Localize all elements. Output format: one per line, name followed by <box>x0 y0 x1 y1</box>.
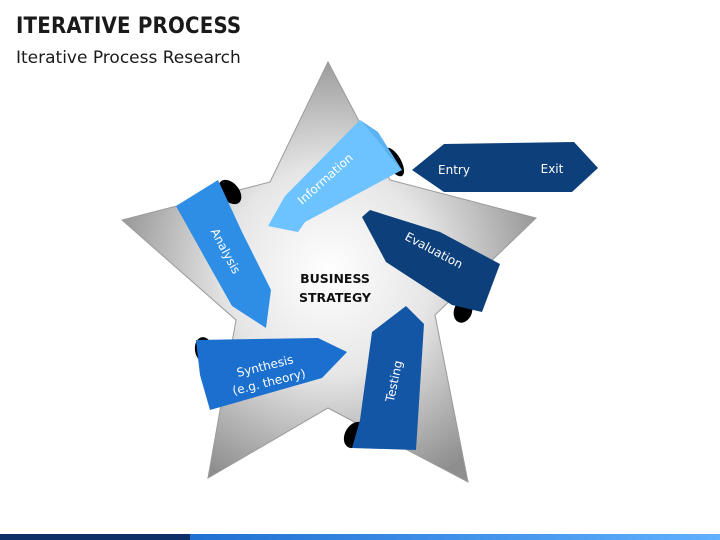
exit-label: Exit <box>541 162 564 176</box>
entry-exit-arrow: Entry Exit <box>412 142 598 192</box>
center-label-line2: STRATEGY <box>299 290 372 305</box>
testing-step: Testing <box>343 306 424 450</box>
page-subtitle: Iterative Process Research <box>16 48 241 68</box>
information-step: Information <box>268 120 405 232</box>
star-shape <box>120 60 537 483</box>
page-title: ITERATIVE PROCESS <box>16 14 242 39</box>
analysis-step: Analysis <box>176 179 271 328</box>
footer-bar-light <box>190 534 720 540</box>
footer-bar-dark <box>0 534 190 540</box>
entry-label: Entry <box>438 163 470 177</box>
center-label-line1: BUSINESS <box>300 271 370 286</box>
